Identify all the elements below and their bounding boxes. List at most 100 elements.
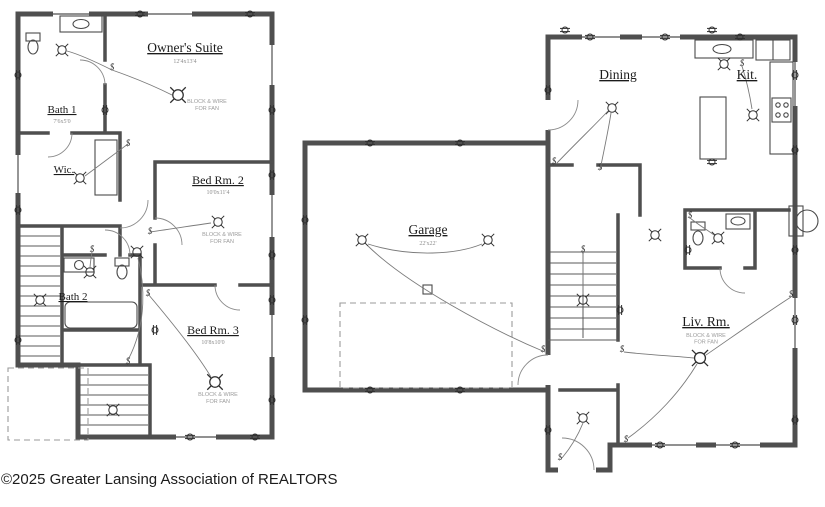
outlet-icon xyxy=(151,324,159,336)
toilet-symbol xyxy=(692,230,704,246)
upper-interior-walls xyxy=(16,12,274,439)
door-swing-arc xyxy=(214,284,241,311)
main-interior-walls xyxy=(546,163,791,447)
sink-symbol xyxy=(72,18,90,30)
upper-floor-plan: Owner's Suite 12'4x13'4 Bath 1 7'6x5'0 W… xyxy=(7,10,276,441)
tub-symbol xyxy=(64,301,138,329)
room-dim-bath1: 7'6x5'0 xyxy=(53,119,70,125)
main-door-arcs xyxy=(517,99,746,474)
ceiling-light-icon xyxy=(33,293,47,307)
living-note-line1: BLOCK & WIRE xyxy=(686,333,726,339)
outlet-icon xyxy=(706,26,718,34)
switch-icon xyxy=(557,452,563,462)
dresser-symbol xyxy=(94,139,118,196)
door-swing-arc xyxy=(517,354,549,386)
ceiling-light-icon xyxy=(106,403,120,417)
door-swing-arc xyxy=(561,437,595,471)
fireplace-symbol xyxy=(788,205,804,237)
toilet-symbol xyxy=(116,264,128,280)
outlet-icon xyxy=(559,26,571,34)
main-light-symbols xyxy=(355,57,760,425)
fan-note-line2: FOR FAN xyxy=(206,399,230,405)
ceiling-light-icon xyxy=(648,228,662,242)
island-counter xyxy=(699,96,727,160)
burner-symbol xyxy=(783,112,789,118)
ceiling-light-icon xyxy=(717,57,731,71)
ceiling-light-icon xyxy=(355,233,369,247)
ceiling-light-icon xyxy=(55,43,69,57)
door-swing-arc xyxy=(154,217,183,246)
main-wiring-arcs xyxy=(367,65,792,459)
switch-icon xyxy=(623,434,629,444)
toilet-tank-symbol xyxy=(114,257,130,267)
ceiling-light-icon xyxy=(576,411,590,425)
upper-exterior-walls xyxy=(15,11,275,440)
switch-icon xyxy=(551,156,557,166)
kitchen-counter xyxy=(694,39,754,59)
switch-icon xyxy=(619,344,625,354)
ceiling-light-icon xyxy=(711,231,725,245)
upper-fixtures xyxy=(25,15,138,329)
garage-post-symbol xyxy=(422,284,433,295)
upper-windows xyxy=(14,10,276,441)
sink-symbol xyxy=(73,259,85,271)
room-label-bath2: Bath 2 xyxy=(58,291,87,303)
upper-door-arcs xyxy=(47,59,241,311)
switch-icon xyxy=(540,344,546,354)
lower-stair-treads xyxy=(80,374,148,426)
fan-note-line2: FOR FAN xyxy=(210,239,234,245)
fan-note-line1: BLOCK & WIRE xyxy=(198,392,238,398)
kitchen-counter xyxy=(769,61,794,155)
outlet-icon xyxy=(706,158,718,166)
room-label-garage: Garage xyxy=(409,222,448,237)
toilet-tank-symbol xyxy=(690,221,706,231)
vanity-symbol xyxy=(725,213,751,230)
switch-icon xyxy=(125,138,131,148)
door-swing-arc xyxy=(719,267,746,294)
door-swing-arc xyxy=(547,99,579,131)
ceiling-light-icon xyxy=(130,245,144,259)
upper-wiring-arcs xyxy=(66,50,212,378)
room-dim-bed3: 10'8x10'0 xyxy=(201,340,224,346)
room-dim-bed2: 10'0x11'4 xyxy=(207,190,230,196)
room-label-living: Liv. Rm. xyxy=(682,314,730,329)
ceiling-light-icon xyxy=(746,108,760,122)
burner-symbol xyxy=(783,102,789,108)
main-exterior-walls xyxy=(545,34,798,473)
stair-treads xyxy=(20,235,60,357)
room-label-kitchen: Kit. xyxy=(737,67,758,82)
outlet-icon xyxy=(684,244,692,256)
room-dim-garage: 22'x22' xyxy=(419,241,436,247)
burner-symbol xyxy=(775,112,781,118)
vanity-symbol xyxy=(63,257,95,273)
copyright-text: ©2025 Greater Lansing Association of REA… xyxy=(1,471,338,488)
door-swing-arc xyxy=(79,59,106,86)
switch-icon xyxy=(147,226,153,236)
fan-note-line1: BLOCK & WIRE xyxy=(187,99,227,105)
door-swing-arc xyxy=(104,229,131,256)
upper-switch-symbols xyxy=(89,62,153,366)
ceiling-fan-icon xyxy=(211,215,225,229)
toilet-symbol xyxy=(27,39,39,55)
room-label-bath1: Bath 1 xyxy=(47,104,76,116)
ceiling-fan-icon xyxy=(691,349,709,367)
sink-symbol xyxy=(712,43,732,55)
room-label-bed2: Bed Rm. 2 xyxy=(192,173,244,187)
range-symbol xyxy=(771,97,792,123)
garage-dashed-outline xyxy=(339,302,513,389)
door-swing-arc xyxy=(119,199,149,229)
main-floor-plan: Dining Kit. Garage 22'x22' Liv. Rm. BLOC… xyxy=(301,26,819,474)
toilet-tank-symbol xyxy=(25,32,41,42)
room-label-dining: Dining xyxy=(599,67,637,82)
burner-symbol xyxy=(775,102,781,108)
fan-note-line1: BLOCK & WIRE xyxy=(202,232,242,238)
ceiling-light-icon xyxy=(73,171,87,185)
ceiling-light-icon xyxy=(605,101,619,115)
outlet-icon xyxy=(616,304,624,316)
fan-note-line2: FOR FAN xyxy=(195,106,219,112)
switch-icon xyxy=(580,244,586,254)
door-swing-arc xyxy=(47,132,73,158)
main-windows xyxy=(582,33,799,449)
